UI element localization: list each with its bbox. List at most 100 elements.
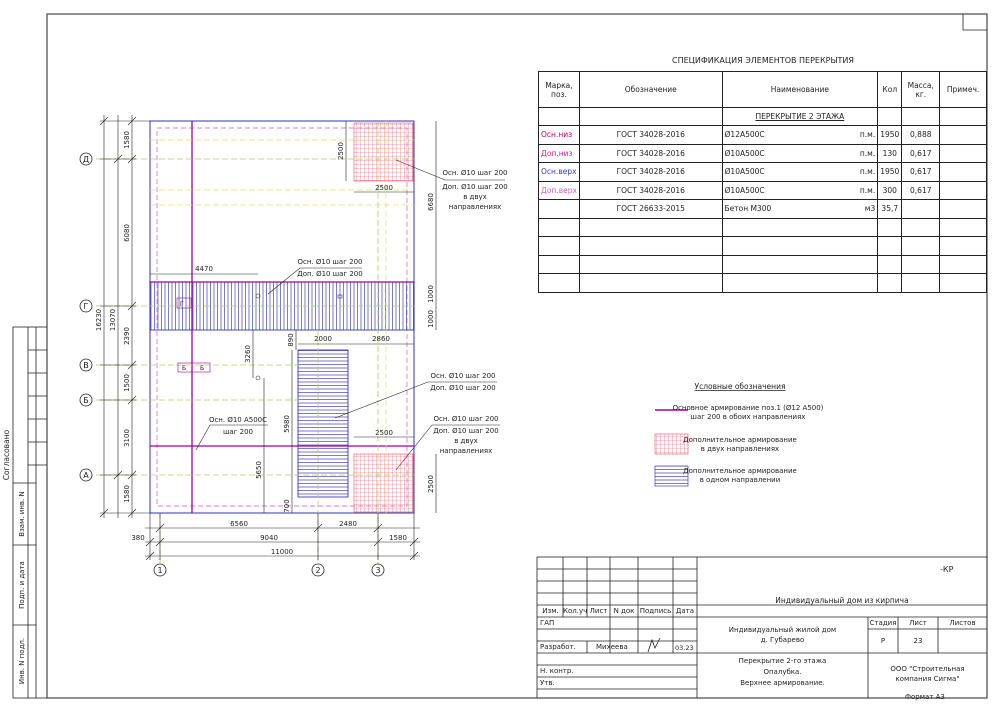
dim-left: 6080 — [123, 224, 131, 242]
svg-text:Дополнительное армирование: Дополнительное армирование — [683, 467, 797, 475]
spec-cell-doc: ГОСТ 34028-2016 — [578, 143, 723, 163]
stamp-company-1: ООО "Строительная — [890, 665, 965, 673]
svg-text:в двух направлениях: в двух направлениях — [701, 445, 779, 453]
spec-material: Ø10А500С — [724, 185, 765, 195]
svg-text:шаг 200 в обоих направлениях: шаг 200 в обоих направлениях — [691, 413, 806, 421]
spec-cell-qty: 300 — [877, 180, 903, 200]
axis-label-a: А — [83, 471, 89, 480]
stamp-project: Индивидуальный дом из кирпича — [775, 596, 909, 605]
stamp-header: Кол.уч — [563, 607, 588, 615]
axis-label-g: Г — [84, 302, 89, 311]
spec-material: Ø10А500С — [724, 148, 765, 158]
axis-label-3: 3 — [375, 566, 380, 575]
spec-cell-name: п.м.Ø10А500С — [721, 180, 879, 200]
svg-text:Доп. Ø10 шаг 200: Доп. Ø10 шаг 200 — [433, 427, 498, 435]
spec-section-row: ПЕРЕКРЫТИЕ 2 ЭТАЖА — [538, 107, 987, 126]
spec-cell-note — [939, 125, 987, 145]
svg-text:направлениях: направлениях — [449, 203, 502, 211]
small-mark: Б — [182, 365, 186, 372]
zone-extra-grid-bottom-right — [353, 453, 414, 513]
stamp-sheets-label: Листов — [949, 619, 976, 627]
stamp-stage: Р — [880, 637, 886, 645]
dim-inner: 890 — [287, 333, 295, 346]
spec-empty-row — [538, 273, 987, 293]
dim-inner: 1000 — [427, 285, 435, 303]
spec-header: Наименование — [721, 71, 879, 108]
format-label: Формат А3 — [905, 693, 945, 701]
stamp-sheet: 23 — [913, 637, 923, 645]
stamp-sheet-label: Лист — [909, 619, 927, 627]
stamp-role: Разработ. — [540, 643, 576, 651]
spec-cell-doc: ГОСТ 34028-2016 — [578, 180, 723, 200]
stamp-stage-label: Стадия — [869, 619, 897, 627]
legend-swatch-hatch — [654, 465, 689, 487]
callout-top-right: Осн. Ø10 шаг 200 Доп. Ø10 шаг 200 в двух… — [442, 169, 507, 211]
callout-main-rebar: Осн. Ø10 А500С шаг 200 — [209, 416, 267, 436]
dim-left: 1500 — [123, 374, 131, 392]
spec-cell-mass: 0,617 — [901, 180, 941, 200]
stamp-object-1: Индивидуальный жилой дом — [728, 626, 837, 634]
spec-cell-note — [939, 143, 987, 163]
axis-label-b: Б — [83, 396, 89, 405]
dim-total-height: 16230 — [95, 309, 103, 331]
spec-cell-mark: Доп.низ — [538, 143, 580, 163]
callout-beam: Осн. Ø10 шаг 200 Доп. Ø10 шаг 200 — [297, 258, 362, 278]
svg-text:Осн. Ø10 шаг 200: Осн. Ø10 шаг 200 — [298, 258, 363, 266]
svg-text:в двух: в двух — [463, 193, 487, 201]
dim-inner: 4470 — [195, 265, 213, 273]
spec-cell-note — [939, 162, 987, 182]
signature — [647, 637, 661, 653]
spec-cell-qty: 1950 — [877, 162, 903, 182]
spec-cell-qty: 1950 — [877, 125, 903, 145]
dim-inner: 2860 — [372, 335, 390, 343]
spec-material: Ø10А500С — [724, 167, 765, 177]
spec-empty-row — [538, 254, 987, 274]
side-label: Подп. и дата — [18, 561, 26, 609]
side-label: Инв. N подл. — [18, 638, 26, 684]
side-agreed: Согласовано — [2, 429, 11, 480]
stamp-drawing-1: Перекрытие 2-го этажа — [738, 657, 827, 665]
stamp-header: Изм. — [542, 607, 559, 615]
dim-left: 3100 — [123, 429, 131, 447]
spec-header: Обозначение — [578, 71, 723, 108]
callout-bottom-right: Осн. Ø10 шаг 200 Доп. Ø10 шаг 200 в двух… — [433, 415, 498, 455]
frame-corner-tab — [962, 14, 987, 31]
callout-stair: Осн. Ø10 шаг 200 Доп. Ø10 шаг 200 — [430, 372, 495, 392]
spec-cell-doc: ГОСТ 34028-2016 — [578, 162, 723, 182]
dim-bottom-total: 11000 — [271, 548, 293, 556]
legend: Условные обозначения Основное армировани… — [654, 382, 824, 487]
svg-text:Основное армирование поз.1 (Ø1: Основное армирование поз.1 (Ø12 А500) — [673, 404, 824, 412]
spec-cell-mark: Доп.верх — [538, 180, 580, 200]
title-block — [536, 556, 988, 699]
dim-bottom: 6560 — [230, 520, 248, 528]
svg-text:в одном направлении: в одном направлении — [700, 476, 781, 484]
stamp-header: Лист — [589, 607, 608, 615]
dim-inner: 1000 — [427, 310, 435, 328]
side-label: Взам. инв. N — [18, 491, 26, 536]
dim-bottom: 380 — [131, 534, 144, 542]
dim-inner: 700 — [283, 499, 291, 512]
dim-bottom: 9040 — [260, 534, 278, 542]
spec-table: Марка, поз. Обозначение Наименование Кол… — [538, 71, 987, 293]
spec-material: Бетон М300 — [724, 204, 772, 214]
spec-cell-mark: Осн.верх — [538, 162, 580, 182]
svg-text:Доп. Ø10 шаг 200: Доп. Ø10 шаг 200 — [442, 183, 507, 191]
spec-header-row: Марка, поз. Обозначение Наименование Кол… — [538, 71, 987, 108]
spec-unit: п.м. — [859, 167, 876, 177]
spec-unit: п.м. — [859, 148, 876, 158]
stamp-company-2: компания Сигма" — [895, 675, 960, 683]
svg-text:Доп. Ø10 шаг 200: Доп. Ø10 шаг 200 — [297, 270, 362, 278]
dim-inner: 2500 — [427, 475, 435, 493]
spec-cell-mark — [538, 199, 580, 219]
dim-inner: 3260 — [244, 345, 252, 363]
dim-axes-height: 13070 — [109, 309, 117, 331]
spec-title: СПЕЦИФИКАЦИЯ ЭЛЕМЕНТОВ ПЕРЕКРЫТИЯ — [672, 56, 854, 65]
spec-empty-row — [538, 236, 987, 256]
stamp-code: -КР — [940, 565, 954, 574]
axis-label-2: 2 — [315, 566, 320, 575]
spec-section-title: ПЕРЕКРЫТИЕ 2 ЭТАЖА — [721, 107, 879, 126]
stamp-role: Утв. — [540, 679, 555, 687]
svg-text:в двух: в двух — [454, 437, 478, 445]
